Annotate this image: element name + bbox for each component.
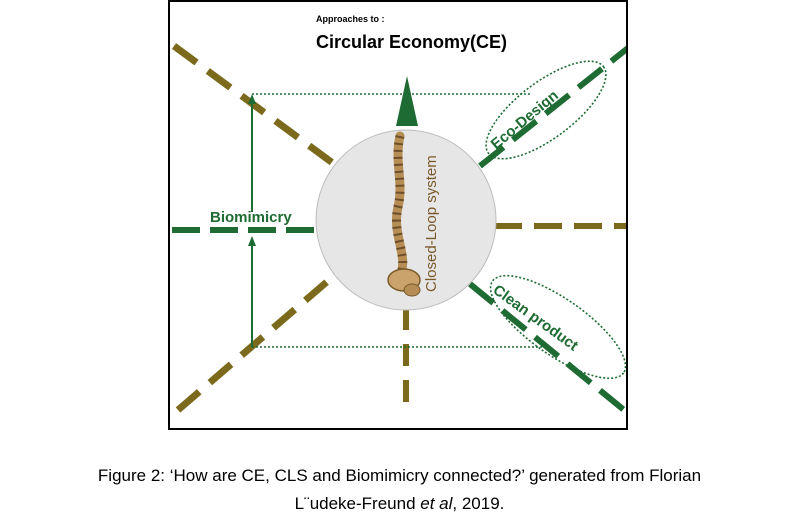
figure-caption: Figure 2: ‘How are CE, CLS and Biomimicr… <box>0 462 799 518</box>
diagram-frame: Approaches to : Circular Economy(CE) Bio… <box>168 0 628 430</box>
closed-loop-label: Closed-Loop system <box>423 155 440 292</box>
olive-diagonal-top-left <box>171 43 337 167</box>
caption-line-1: Figure 2: ‘How are CE, CLS and Biomimicr… <box>97 466 702 485</box>
caption-line-2-italic: et al <box>420 494 453 513</box>
clean-product-ellipse <box>489 274 626 380</box>
title-small: Approaches to : <box>316 14 385 24</box>
caption-line-2-end: , 2019. <box>452 494 505 513</box>
closed-loop-circle <box>315 129 497 311</box>
green-diagonal-bottom-right <box>468 281 626 413</box>
diagram-canvas: Approaches to : Circular Economy(CE) Bio… <box>171 14 626 413</box>
spine-icon <box>387 131 421 297</box>
clean-product-label: Clean product <box>490 281 582 354</box>
eco-design-label: Eco-Design <box>488 87 562 153</box>
biomimicry-label: Biomimicry <box>210 209 292 226</box>
ce-arrow-icon <box>396 76 418 126</box>
olive-diagonal-bottom-left <box>175 271 339 413</box>
arrow-up-lower <box>248 236 256 246</box>
eco-design-ellipse <box>485 60 607 160</box>
green-diagonal-top-right <box>478 45 626 169</box>
title-main: Circular Economy(CE) <box>316 32 507 52</box>
arrow-up-upper <box>248 94 256 104</box>
caption-line-2-start: L¨udeke-Freund <box>294 494 421 513</box>
caption-line-2: L¨udeke-Freund et al, 2019. <box>0 490 799 518</box>
